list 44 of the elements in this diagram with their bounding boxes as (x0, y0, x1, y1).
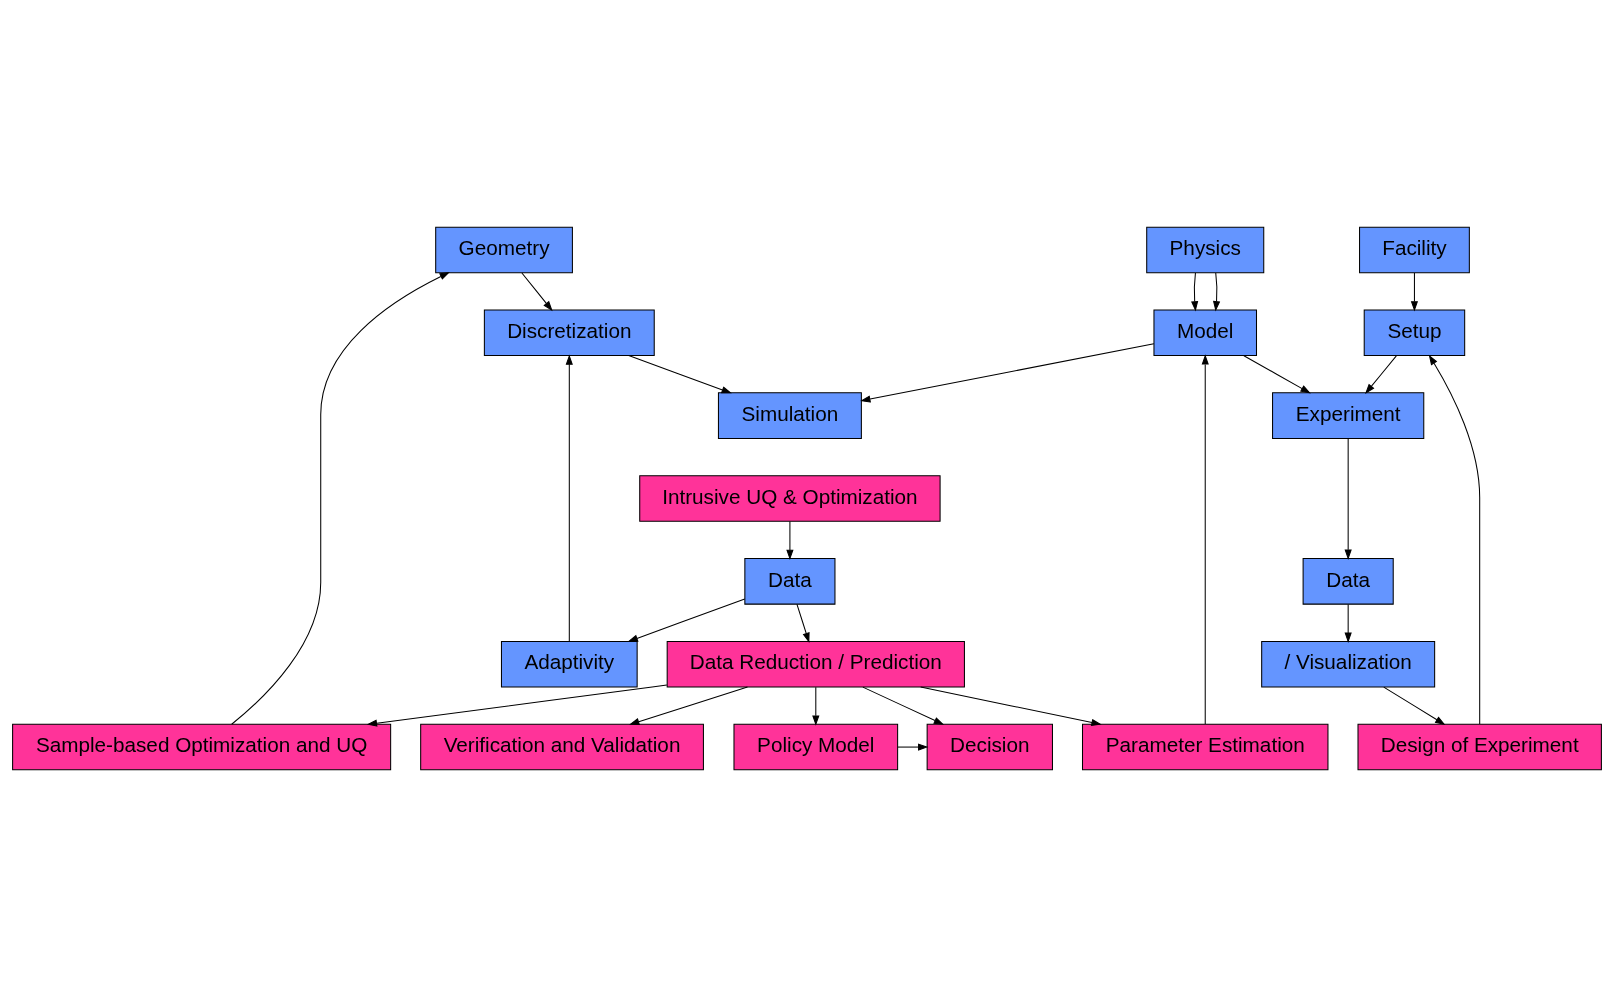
node-box: Data (1302, 558, 1394, 605)
arrow (366, 684, 668, 727)
node-box: Model (1153, 309, 1257, 357)
arrow (786, 521, 794, 561)
arrow (812, 686, 820, 726)
arrow (629, 686, 748, 726)
node-box: / Visualization (1261, 640, 1436, 688)
arrow (796, 603, 810, 643)
arrow (628, 355, 732, 394)
arrow (897, 743, 929, 751)
node-box: Sample-based Optimization and UQ (12, 723, 392, 771)
arrow (1191, 272, 1199, 312)
arrow (1410, 272, 1419, 312)
node-box: Policy Model (733, 723, 899, 771)
arrow (627, 598, 746, 642)
node-box: Adaptivity (500, 640, 638, 688)
arrow (231, 272, 450, 725)
arrow (1243, 355, 1311, 394)
node-box: Geometry (435, 226, 573, 274)
node-box: Data (744, 558, 836, 605)
arrow (1428, 354, 1481, 725)
node-box: Intrusive UQ & Optimization (639, 475, 941, 522)
node-box: Design of Experiment (1357, 723, 1602, 771)
node-box: Discretization (483, 309, 655, 357)
arrow (1212, 272, 1221, 312)
node-box: Facility (1359, 226, 1470, 274)
node-box: Decision (926, 723, 1053, 771)
arrow (1201, 354, 1209, 725)
arrow (1383, 686, 1446, 725)
arrow (862, 686, 945, 725)
node-box: Verification and Validation (420, 723, 704, 771)
arrow (565, 354, 573, 642)
node-box: Experiment (1272, 392, 1425, 439)
arrow (1365, 355, 1397, 395)
node-box: Data Reduction / Prediction (666, 640, 965, 688)
node-box: Physics (1146, 226, 1265, 274)
arrow (860, 343, 1155, 403)
arrow (1344, 603, 1352, 643)
arrow (920, 686, 1102, 726)
node-box: Parameter Estimation (1082, 723, 1329, 771)
arrow (521, 272, 553, 312)
arrow (1344, 438, 1352, 560)
node-box: Setup (1363, 309, 1466, 357)
node-box: Simulation (717, 392, 862, 439)
